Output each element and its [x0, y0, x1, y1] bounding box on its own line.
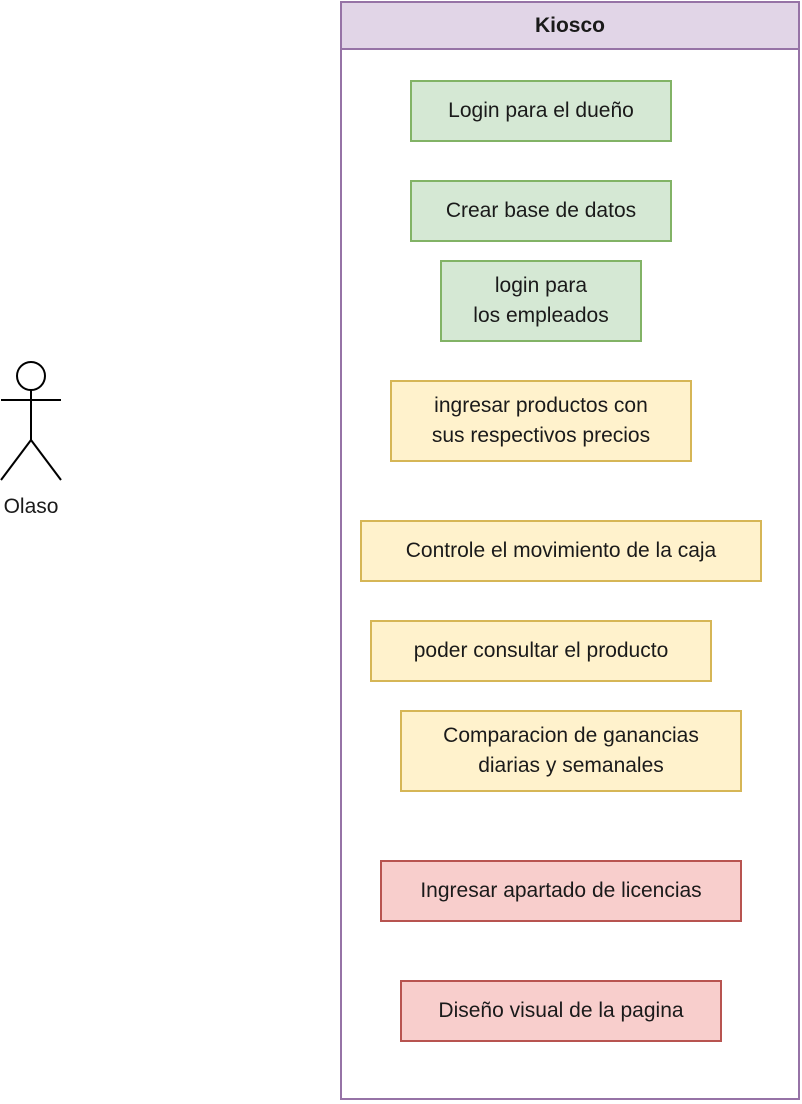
use-case-ingresar-productos[interactable]: ingresar productos con sus respectivos p… [390, 380, 692, 462]
use-case-apartado-licencias[interactable]: Ingresar apartado de licencias [380, 860, 742, 922]
use-case-controle-caja[interactable]: Controle el movimiento de la caja [360, 520, 762, 582]
actor[interactable]: Olaso [0, 358, 64, 528]
actor-label: Olaso [3, 495, 59, 518]
use-case-consultar-producto[interactable]: poder consultar el producto [370, 620, 712, 682]
use-case-comparacion-ganancias[interactable]: Comparacion de ganancias diarias y seman… [400, 710, 742, 792]
system-title: Kiosco [342, 3, 798, 50]
stick-figure-actor-icon [0, 361, 62, 481]
use-case-crear-base-datos[interactable]: Crear base de datos [410, 180, 672, 242]
use-case-login-empleados[interactable]: login para los empleados [440, 260, 642, 342]
use-case-diseno-visual[interactable]: Diseño visual de la pagina [400, 980, 722, 1042]
use-case-login-dueno[interactable]: Login para el dueño [410, 80, 672, 142]
